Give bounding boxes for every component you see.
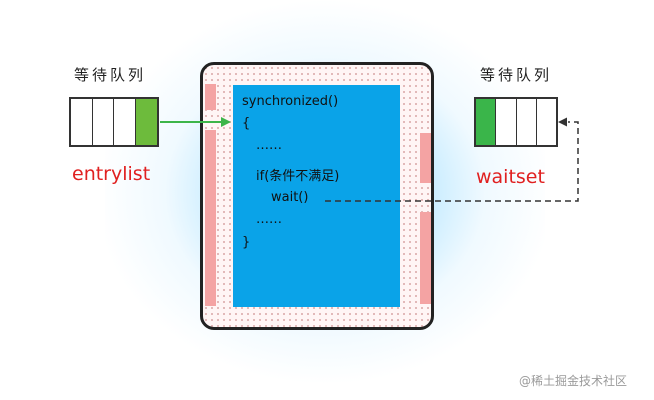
wait-queue-slot [496,99,517,145]
waitset-label: waitset [476,166,545,188]
entry-arrow [160,117,231,127]
entry-queue-slot [114,99,136,145]
code-line-open-brace: { [242,116,251,131]
code-line-if-condition: if(条件不满足) [256,169,340,184]
entry-queue [69,97,159,147]
entry-queue-slot-occupied [135,99,157,145]
monitor-exit-stripe-upper [420,133,431,183]
wait-dashed-arrow [325,117,579,202]
monitor-exit-stripe-lower [420,212,431,304]
code-panel [233,85,400,307]
code-line-ellipsis-bottom: …… [256,212,282,227]
watermark: @稀土掘金技术社区 [519,374,628,388]
code-line-close-brace: } [242,235,251,250]
entrylist-label: entrylist [72,163,151,185]
wait-queue-title: 等待队列 [480,66,553,84]
code-line-synchronized: synchronized() [242,94,339,109]
code-line-ellipsis-top: …… [256,138,282,153]
code-line-wait: wait() [271,190,309,205]
wait-queue-slot [537,99,556,145]
entry-queue-slot [71,99,93,145]
monitor-entry-stripe-lower [205,130,216,306]
entry-queue-title: 等待队列 [74,66,147,84]
monitor-entry-stripe [205,84,216,110]
wait-queue-slot [516,99,538,145]
entry-queue-slot [92,99,114,145]
wait-queue-slot-occupied [476,99,497,145]
wait-queue [474,97,558,147]
